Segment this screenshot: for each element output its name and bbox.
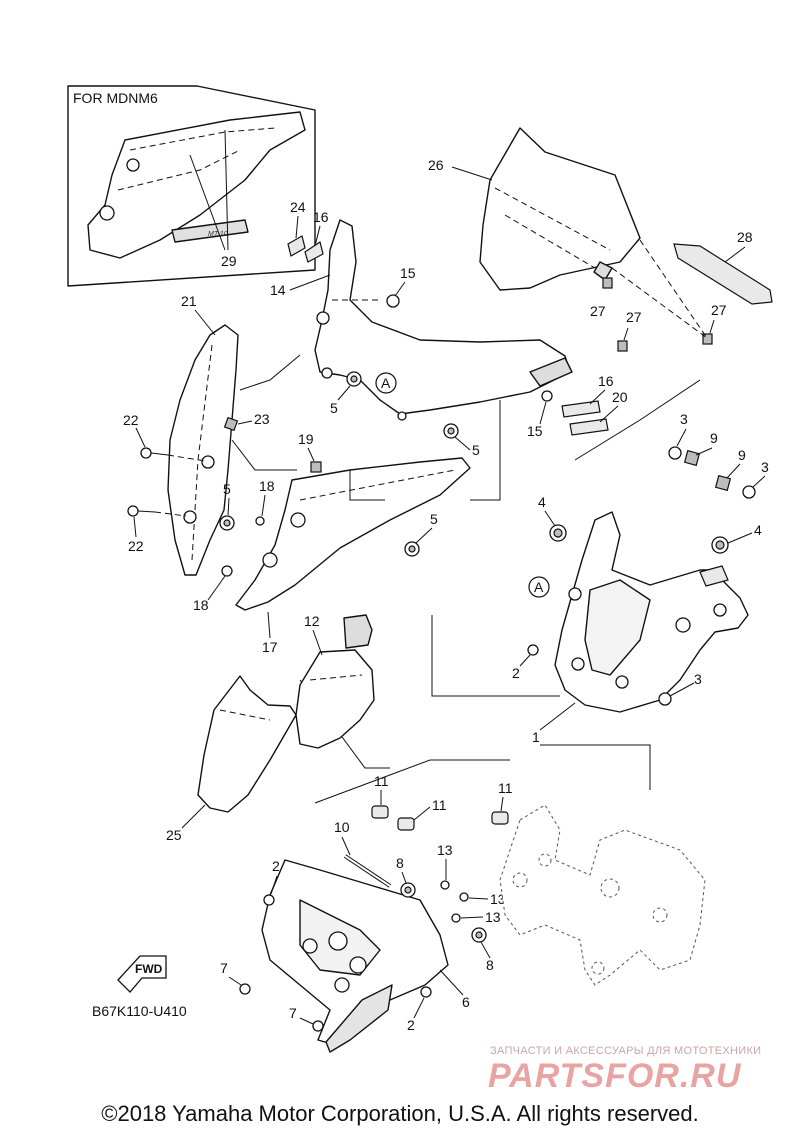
callout-13-c: 13 [485, 909, 501, 925]
callout-5-c: 5 [223, 481, 231, 497]
fwd-arrow-icon: FWD [117, 955, 167, 993]
callout-20: 20 [612, 389, 628, 405]
copyright-notice: ©2018 Yamaha Motor Corporation, U.S.A. A… [101, 1101, 699, 1126]
callout-16-b: 16 [598, 373, 614, 389]
callout-9-b: 9 [738, 447, 746, 463]
circle-ref-a-top: A [381, 375, 391, 391]
callout-13-b: 13 [490, 891, 506, 907]
side-panel-21: 21 [167, 293, 239, 576]
parts-15-16-20: 15 16 20 [527, 373, 628, 439]
callout-8-a: 8 [396, 855, 404, 871]
lower-bracket-6: 6 [261, 859, 470, 1053]
callout-9-a: 9 [710, 430, 718, 446]
clips-27: 27 27 27 [590, 239, 727, 352]
hardware-right: 3 9 9 3 4 4 3 2 [512, 411, 769, 706]
callout-2-a: 2 [512, 665, 520, 681]
callout-11-a: 11 [374, 773, 389, 789]
svg-text:MT-10: MT-10 [208, 231, 228, 238]
callout-27-a: 27 [590, 303, 606, 319]
callout-15-a: 15 [400, 265, 416, 281]
callout-14: 14 [270, 282, 286, 298]
callout-22-b: 22 [128, 538, 144, 554]
callout-17: 17 [262, 639, 278, 655]
callout-8-b: 8 [486, 957, 494, 973]
callout-6: 6 [462, 994, 470, 1010]
watermark-brand: PARTSFOR.RU [488, 1057, 742, 1095]
fwd-label: FWD [135, 962, 163, 976]
callout-3-a: 3 [680, 411, 688, 427]
callout-11-b: 11 [432, 797, 447, 813]
hardware-left: 23 22 22 19 5 18 18 [123, 411, 322, 613]
callout-3-c: 3 [694, 671, 702, 687]
callout-5-b: 5 [472, 442, 480, 458]
strip-28: 28 [673, 229, 773, 305]
headlight-bracket-1: 1 A [528, 511, 749, 745]
callout-19: 19 [298, 431, 314, 447]
callout-13-a: 13 [437, 842, 453, 858]
diagram-code: B67K110-U410 [92, 1003, 187, 1019]
headlight-12: 12 [295, 613, 375, 749]
callout-23: 23 [254, 411, 270, 427]
callout-1: 1 [532, 729, 540, 745]
cover-25: 25 [166, 675, 297, 843]
callout-22-a: 22 [123, 412, 139, 428]
callout-2-c: 2 [407, 1017, 415, 1033]
callout-5-a: 5 [330, 400, 338, 416]
callout-29: 29 [221, 253, 237, 269]
callout-24: 24 [290, 199, 306, 215]
callout-18-b: 18 [193, 597, 209, 613]
hardware-lower: 11 11 11 10 8 8 13 13 13 2 7 7 [220, 773, 513, 1033]
callout-12: 12 [304, 613, 320, 629]
callout-4-b: 4 [754, 522, 762, 538]
cowling-14: 14 [270, 219, 573, 415]
callout-10: 10 [334, 819, 350, 835]
callout-16-a: 16 [313, 209, 329, 225]
callout-27-c: 27 [711, 302, 727, 318]
callout-18-a: 18 [259, 478, 275, 494]
callout-7-b: 7 [289, 1005, 297, 1021]
callout-2-b: 2 [272, 858, 280, 874]
callout-4-a: 4 [538, 494, 546, 510]
callout-27-b: 27 [626, 309, 642, 325]
inset-label: FOR MDNM6 [73, 90, 158, 106]
callout-15-b: 15 [527, 423, 543, 439]
callout-5-d: 5 [430, 511, 438, 527]
frame-ghost [499, 804, 706, 986]
callout-25: 25 [166, 827, 182, 843]
callout-28: 28 [737, 229, 753, 245]
parts-24-16-15-top: 24 16 15 [287, 199, 416, 308]
windshield-26: 26 [428, 127, 641, 291]
circle-ref-a-bottom: A [534, 579, 544, 595]
callout-21: 21 [181, 293, 197, 309]
callout-7-a: 7 [220, 960, 228, 976]
grommets-5-top: 5 A 5 [330, 371, 480, 458]
inset-for-mdnm6: FOR MDNM6 MT-10 29 [67, 85, 316, 287]
side-cover-17: 5 17 [235, 457, 471, 655]
assembly-lines [231, 354, 701, 804]
callout-3-b: 3 [761, 459, 769, 475]
callout-11-c: 11 [498, 780, 513, 796]
callout-26: 26 [428, 157, 444, 173]
watermark-subtitle: ЗАПЧАСТИ И АКСЕССУАРЫ ДЛЯ МОТОТЕХНИКИ [490, 1045, 762, 1057]
